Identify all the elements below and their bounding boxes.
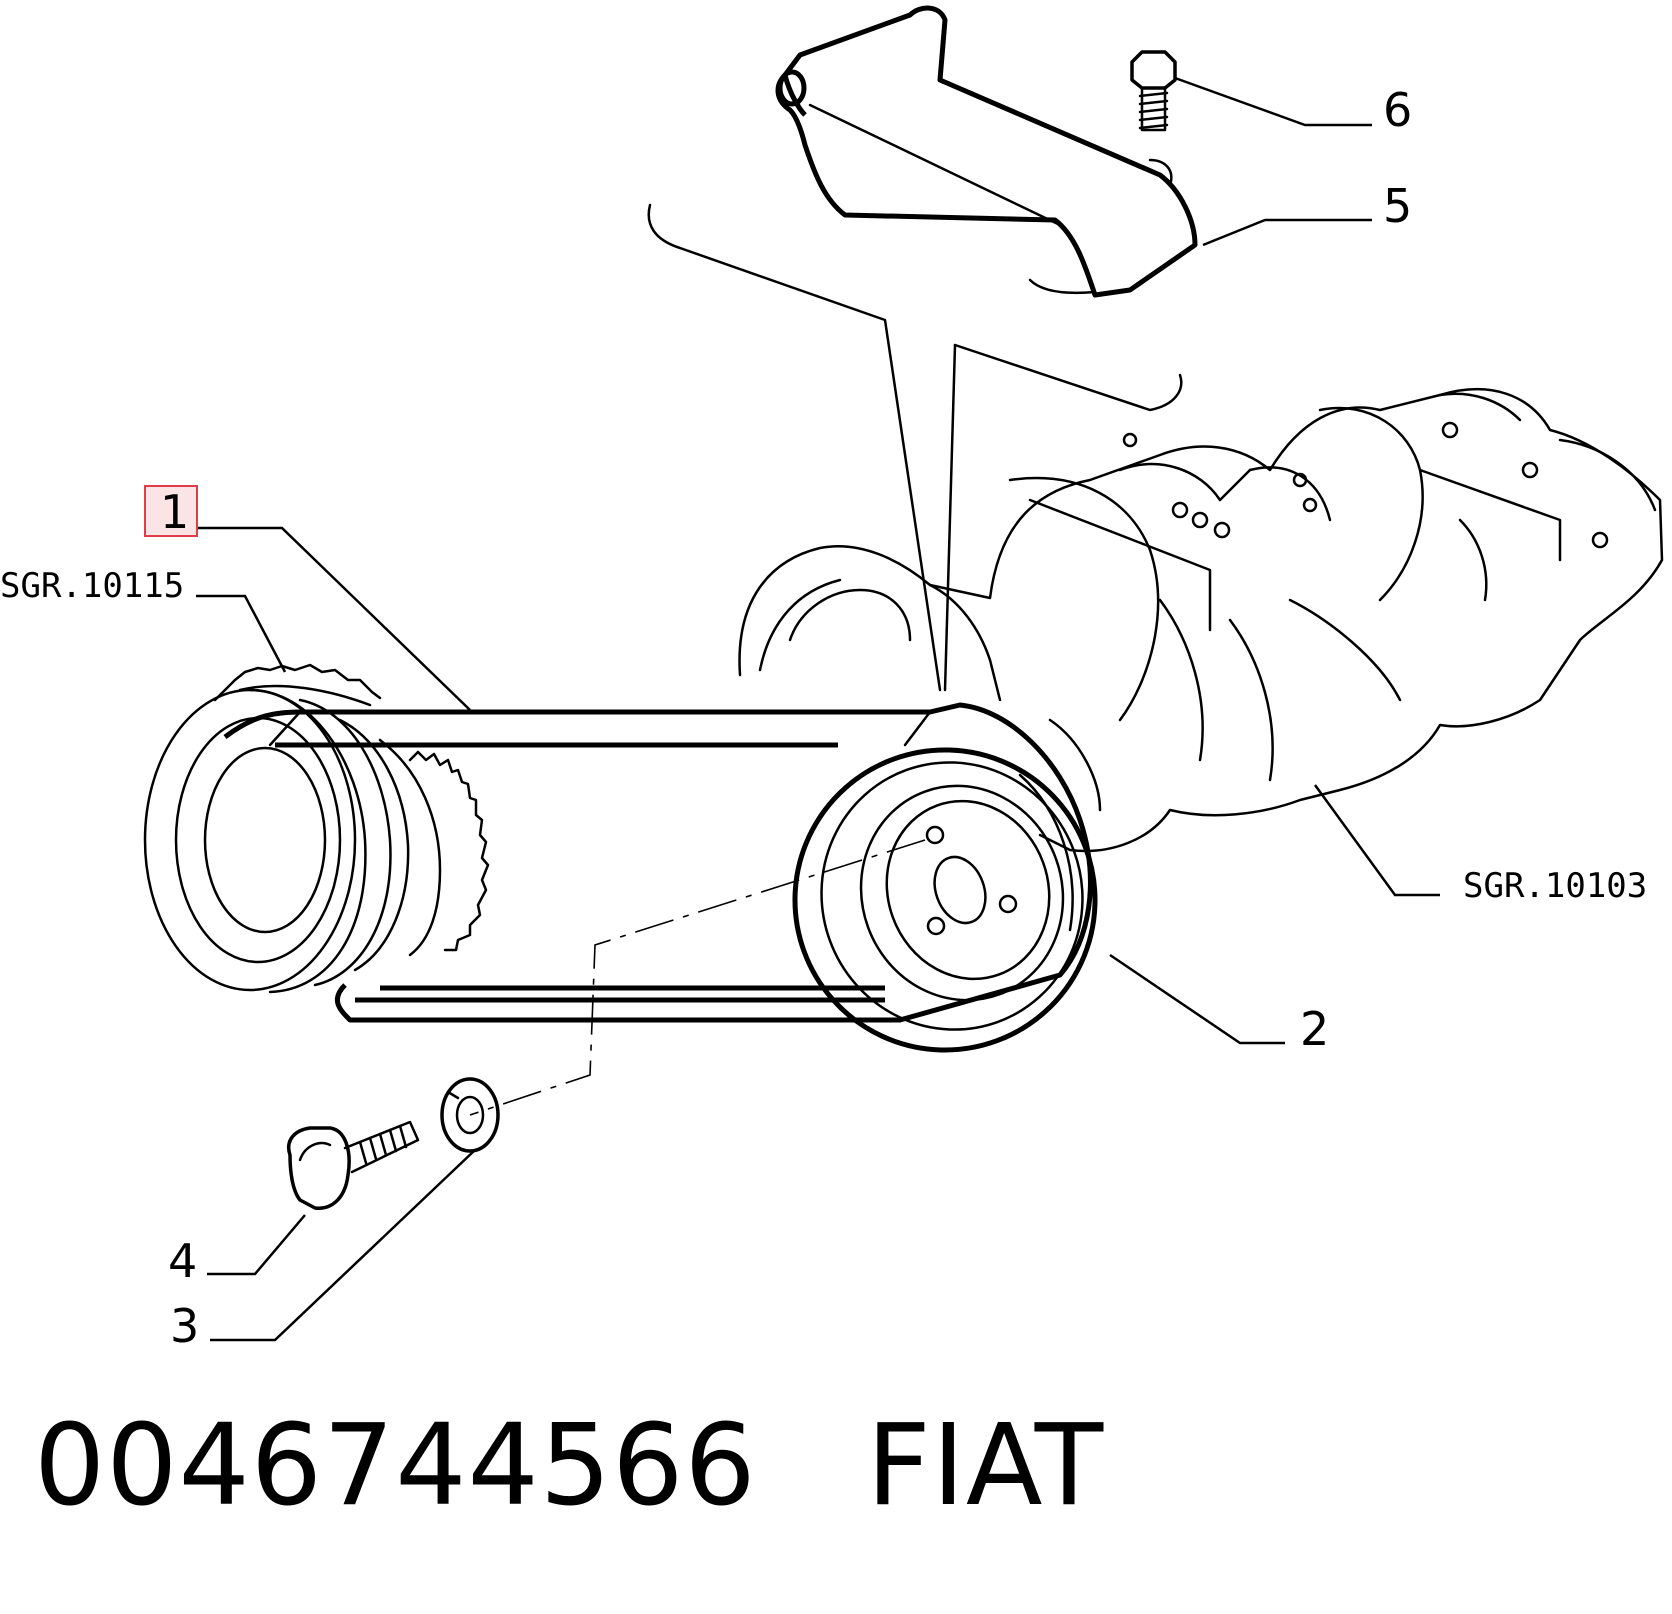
part-number: 0046744566 [34,1401,757,1531]
callout-6: 6 [1383,83,1412,137]
leader-5 [1202,218,1372,247]
leader-lines [196,76,1440,1342]
callout-1-highlight [144,485,198,537]
drive-belt-part-1 [223,702,1093,1023]
leader-ref-left [196,594,287,673]
leader-2 [1109,953,1285,1045]
crankshaft-drawing [738,387,1664,853]
bolt-part-6 [1130,50,1177,132]
leader-1 [198,526,471,711]
brand-name: FIAT [866,1401,1105,1531]
centre-line [469,839,926,1116]
washer-part-3 [440,1077,500,1153]
right-pulley-part-2 [792,747,1098,1053]
callout-2: 2 [1300,1002,1329,1056]
leader-3 [210,1149,476,1342]
callout-5: 5 [1383,179,1412,233]
callout-4: 4 [168,1234,197,1288]
leader-ref-right [1313,784,1440,897]
ref-sgr-right: SGR.10103 [1463,866,1647,906]
footer-caption: 0046744566 FIAT [34,1410,1104,1522]
leader-6 [1174,76,1372,127]
upper-cover-bracket [775,5,1198,298]
sub-assembly-pointer [647,203,1183,692]
ref-sgr-left: SGR.10115 [0,566,184,606]
bolt-part-4 [287,1120,420,1210]
callout-1: 1 [160,485,189,539]
left-pulley [143,663,490,994]
callout-3: 3 [170,1299,199,1353]
leader-4 [207,1214,306,1276]
